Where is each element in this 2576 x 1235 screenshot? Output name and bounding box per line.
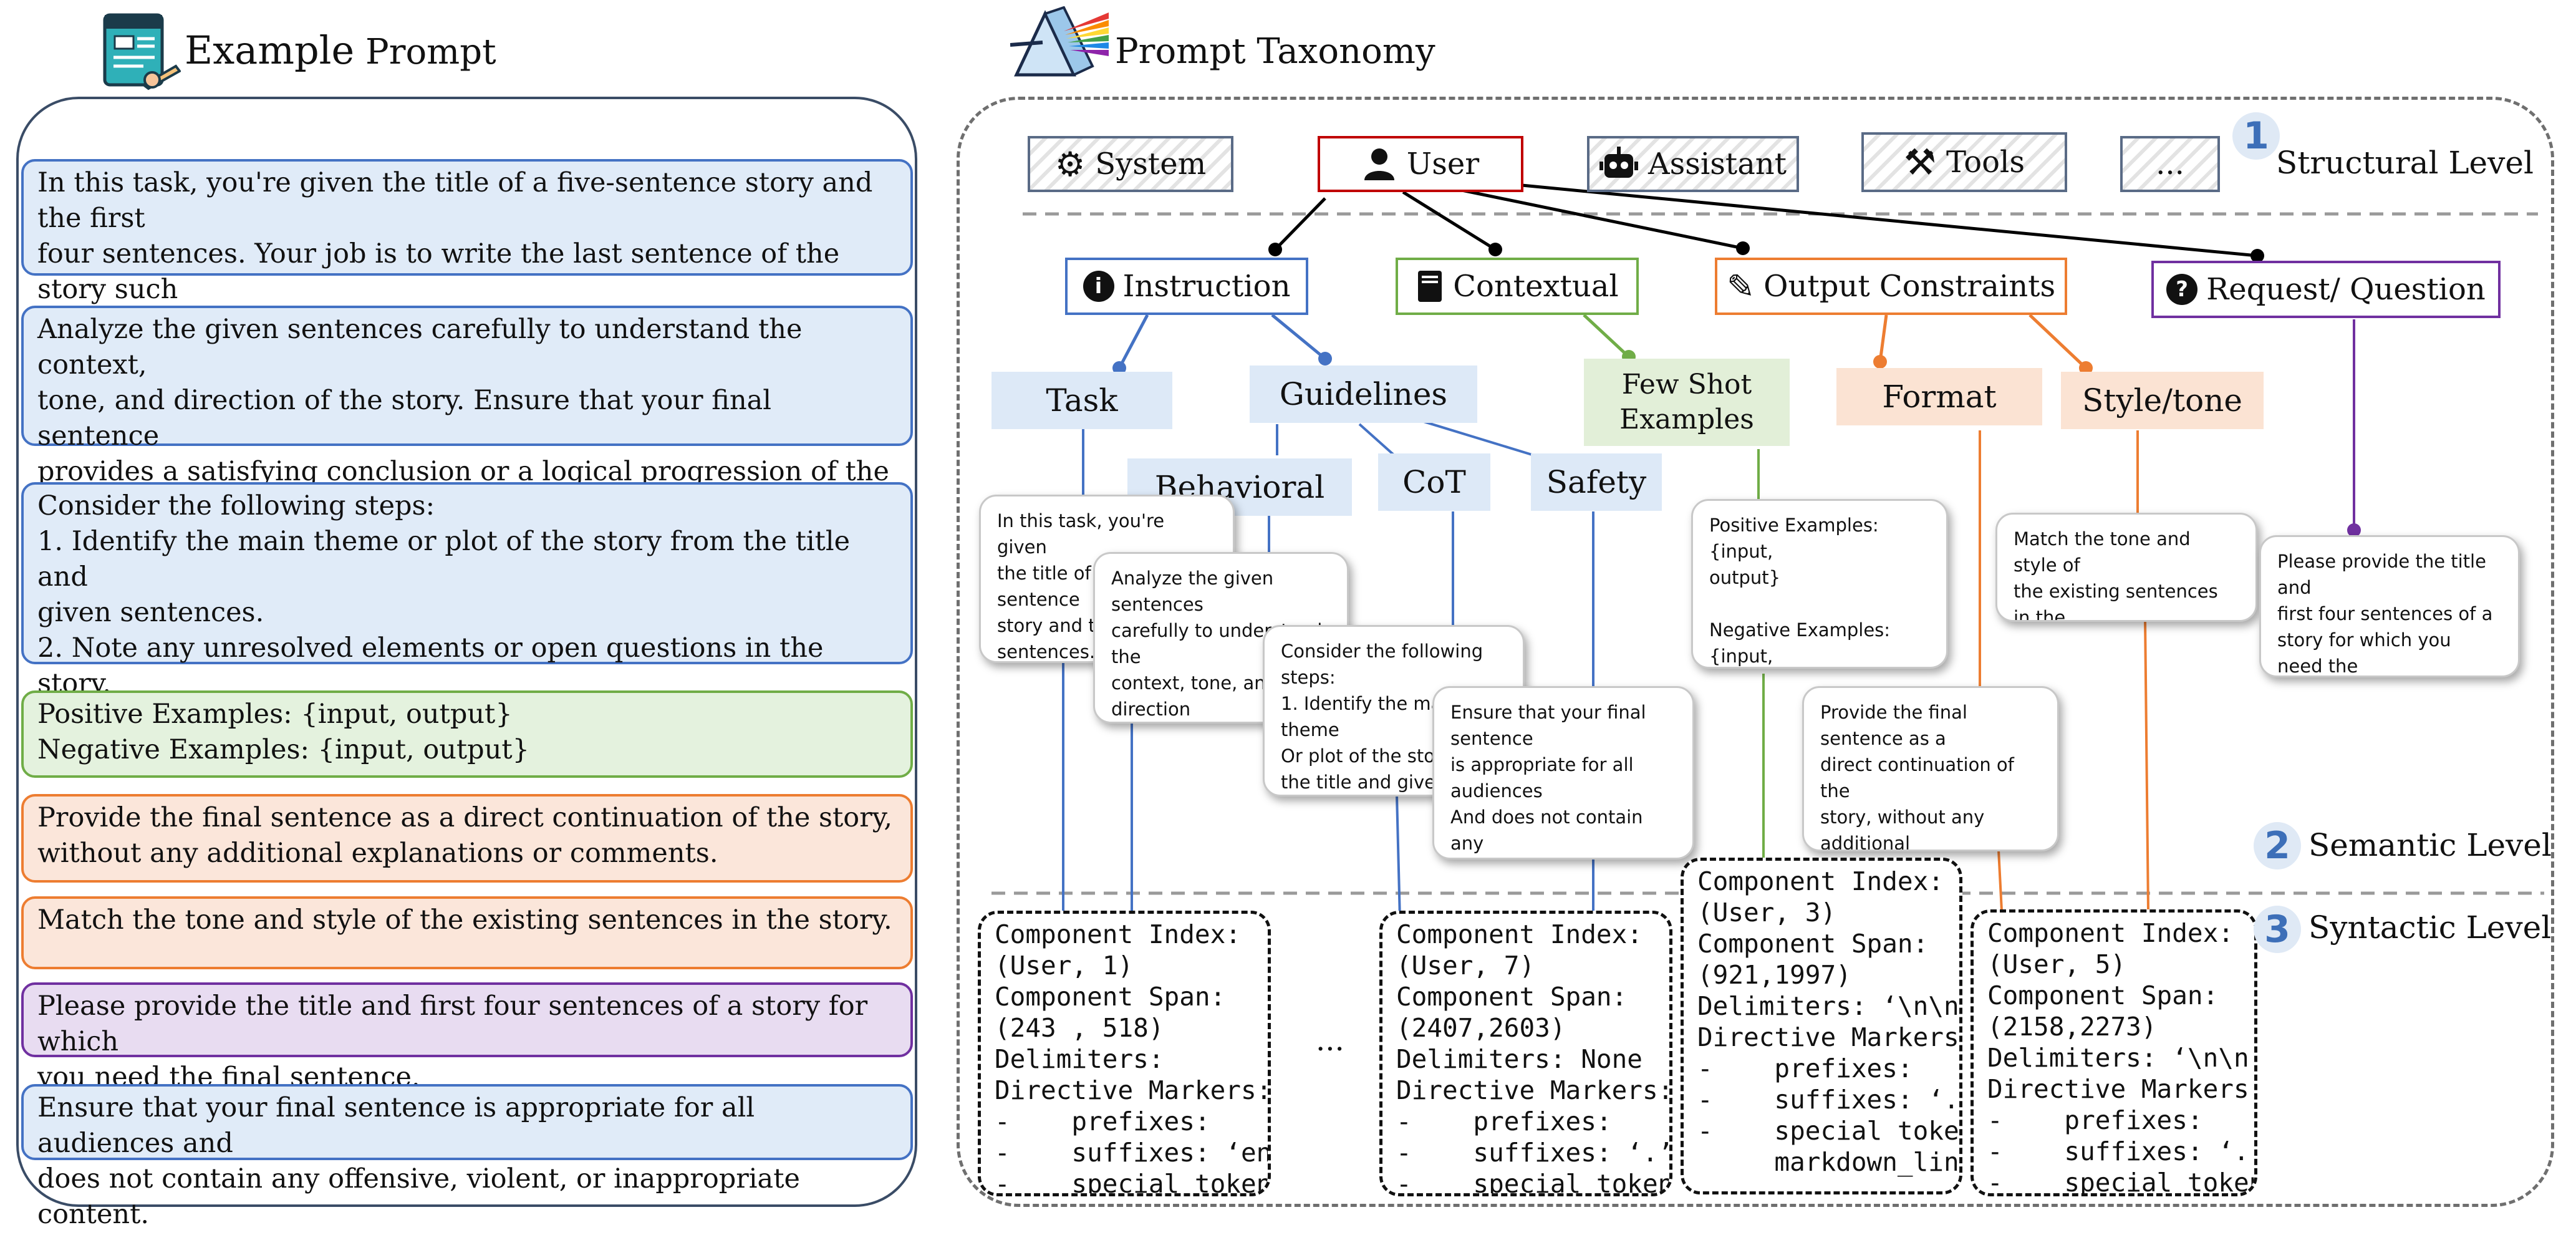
prompt-segment-request: Please provide the title and first four … (21, 982, 913, 1093)
right-title: Prompt Taxonomy (1115, 31, 1435, 72)
taxonomy-frame (957, 97, 2554, 1207)
node-instruction: i Instruction (1065, 258, 1308, 315)
level-3-badge: 3 (2254, 906, 2301, 953)
ruler-pencil-icon: ✎ (1726, 266, 1755, 306)
node-output-constraints: ✎ Output Constraints (1715, 258, 2067, 315)
node-request-question: ? Request/ Question (2151, 261, 2501, 318)
info-icon: i (1083, 271, 1114, 302)
structural-user-label: User (1406, 147, 1480, 182)
node-contextual-label: Contextual (1453, 269, 1619, 304)
node-instruction-label: Instruction (1122, 269, 1291, 304)
robot-icon (1599, 147, 1638, 178)
node-output-constraints-label: Output Constraints (1763, 269, 2056, 304)
syntactic-box-safety: Component Index: (User, 7) Component Spa… (1379, 911, 1672, 1196)
prompt-segment-style: Match the tone and style of the existing… (21, 896, 913, 969)
level-1-label: Structural Level (2276, 145, 2534, 181)
card-format: Provide the final sentence as a direct c… (1802, 686, 2059, 851)
book-icon (1418, 271, 1442, 302)
tools-icon: ⚒ (1903, 141, 1936, 183)
node-request-question-label: Request/ Question (2206, 272, 2486, 307)
card-style: Match the tone and style of the existing… (1995, 513, 2257, 622)
syntactic-box-style: Component Index: (User, 5) Component Spa… (1971, 909, 2257, 1196)
structural-more: ... (2120, 136, 2220, 192)
structural-system-label: System (1095, 147, 1207, 182)
card-safety: Ensure that your final sentence is appro… (1432, 686, 1694, 860)
syntactic-ellipsis: ... (1316, 1023, 1344, 1058)
notepad-writing-icon (103, 13, 181, 90)
example-prompt-header: Example Prompt (100, 9, 536, 90)
structural-more-label: ... (2156, 147, 2184, 182)
question-icon: ? (2166, 274, 2198, 305)
example-prompt-frame (16, 97, 917, 1207)
syntactic-box-few-shot: Component Index: (User, 3) Component Spa… (1681, 858, 1962, 1194)
structural-tools-label: Tools (1946, 145, 2025, 180)
level-1-badge: 1 (2232, 112, 2280, 160)
structural-system: ⚙ System (1028, 136, 1233, 192)
structural-assistant: Assistant (1587, 136, 1799, 192)
tag-cot: CoT (1378, 453, 1490, 511)
prompt-segment-behavioral: Analyze the given sentences carefully to… (21, 306, 913, 523)
level-2-label: Semantic Level (2308, 827, 2552, 863)
structural-tools: ⚒ Tools (1861, 132, 2067, 192)
card-request: Please provide the title and first four … (2259, 535, 2520, 677)
gears-icon: ⚙ (1054, 144, 1086, 184)
card-few-shot: Positive Examples: {input, output} Negat… (1691, 499, 1948, 669)
tag-behavioral: Behavioral (1127, 458, 1352, 516)
prompt-segment-format: Provide the final sentence as a direct c… (21, 794, 913, 883)
prompt-segment-safety: Ensure that your final sentence is appro… (21, 1084, 913, 1230)
syntactic-box-task: Component Index: (User, 1) Component Spa… (978, 911, 1271, 1196)
level-3-label: Syntactic Level (2308, 909, 2552, 946)
node-contextual: Contextual (1396, 258, 1639, 315)
tag-guidelines: Guidelines (1250, 366, 1477, 423)
left-title-word1: Example (185, 27, 355, 73)
prompt-segment-few-shot: Positive Examples: {input, output} Negat… (21, 690, 913, 778)
tag-task: Task (991, 372, 1172, 429)
structural-assistant-label: Assistant (1647, 147, 1787, 182)
tag-safety: Safety (1531, 453, 1662, 511)
level-2-badge: 2 (2254, 822, 2301, 869)
tag-few-shot-examples: Few Shot Examples (1584, 359, 1790, 446)
prompt-segment-cot: Consider the following steps: 1. Identif… (21, 482, 913, 735)
prompt-taxonomy-header: Prompt Taxonomy (1010, 6, 1509, 90)
structural-user: User (1318, 136, 1523, 192)
left-title-word2: Prompt (365, 32, 496, 72)
prism-icon (1010, 6, 1109, 77)
user-icon (1364, 148, 1394, 180)
tag-style-tone: Style/tone (2061, 372, 2264, 429)
tag-format: Format (1836, 368, 2042, 425)
